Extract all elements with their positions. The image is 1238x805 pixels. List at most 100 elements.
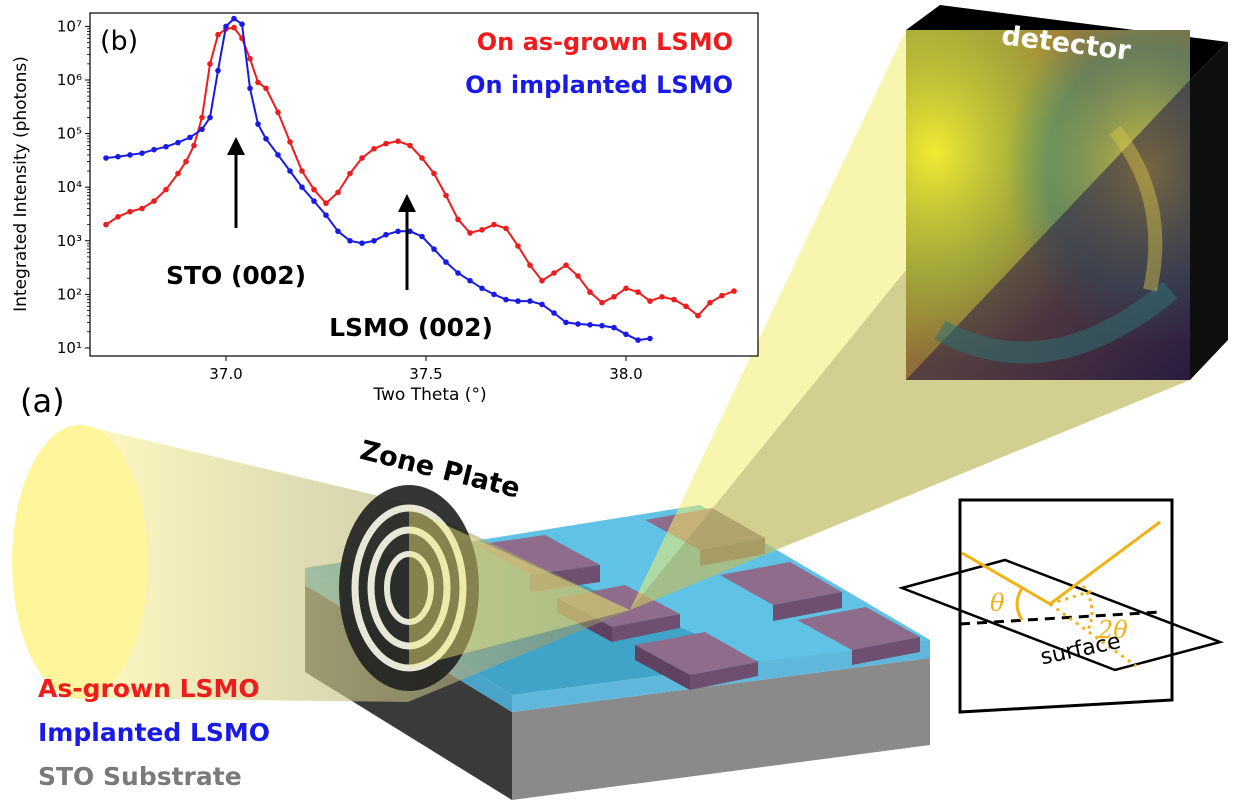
series-point-0 [335, 189, 341, 196]
series-point-0 [127, 208, 133, 215]
series-point-0 [599, 299, 605, 306]
series-point-0 [443, 192, 449, 199]
series-point-1 [247, 85, 253, 92]
series-point-0 [175, 170, 181, 177]
lsmo-peak-label: LSMO (002) [329, 313, 493, 342]
series-point-0 [707, 299, 713, 306]
sto-peak-label: STO (002) [166, 261, 306, 290]
series-point-1 [335, 228, 341, 235]
detector-lower-triangle [906, 80, 1190, 380]
series-point-1 [199, 126, 205, 133]
detector: detector [906, 5, 1228, 380]
series-point-0 [275, 109, 281, 116]
series-point-0 [183, 158, 189, 165]
series-point-0 [587, 289, 593, 295]
series-point-1 [635, 337, 641, 343]
y-tick-label: 10² [57, 285, 82, 303]
series-point-1 [527, 298, 533, 304]
series-point-1 [175, 139, 181, 146]
series-point-0 [431, 170, 437, 177]
chart-x-axis-label: Two Theta (°) [372, 385, 486, 405]
series-point-1 [575, 321, 581, 327]
surface-label: surface [1038, 629, 1123, 670]
series-point-0 [215, 31, 221, 38]
series-point-1 [299, 184, 305, 190]
series-point-1 [551, 310, 557, 316]
legend-implanted: Implanted LSMO [38, 718, 270, 747]
series-point-1 [407, 228, 413, 235]
series-point-0 [139, 205, 145, 212]
series-point-0 [191, 142, 197, 149]
x-tick-label: 38.0 [609, 365, 642, 383]
series-point-1 [539, 301, 545, 308]
series-point-1 [255, 121, 261, 127]
y-tick-label: 10⁵ [57, 125, 82, 143]
series-point-1 [587, 322, 593, 328]
series-point-1 [431, 246, 437, 252]
series-point-0 [287, 139, 293, 145]
series-point-0 [563, 262, 569, 269]
series-point-0 [383, 140, 389, 147]
series-point-1 [359, 240, 365, 246]
chart-series-layer [103, 15, 737, 343]
series-point-0 [671, 296, 677, 303]
y-tick-label: 10⁴ [57, 178, 82, 196]
series-point-0 [683, 303, 689, 310]
series-point-1 [151, 146, 157, 153]
x-tick-label: 37.5 [409, 365, 442, 383]
series-point-0 [623, 285, 629, 292]
y-tick-label: 10⁶ [57, 71, 82, 89]
series-point-0 [635, 289, 641, 295]
series-point-1 [115, 153, 121, 160]
series-point-0 [719, 292, 725, 299]
series-point-1 [207, 114, 213, 121]
series-point-1 [503, 296, 509, 303]
series-point-1 [563, 319, 569, 326]
series-point-1 [383, 231, 389, 238]
series-point-0 [695, 312, 701, 319]
x-tick-label: 37.0 [209, 365, 242, 383]
series-point-0 [659, 294, 665, 300]
beam-source-face [12, 425, 148, 699]
theta-arc [1015, 587, 1024, 621]
series-point-1 [163, 143, 169, 150]
series-point-1 [275, 152, 281, 158]
surface-plane [897, 558, 1225, 672]
series-point-0 [419, 155, 425, 161]
layer-legend: As-grown LSMO Implanted LSMO STO Substra… [38, 674, 270, 791]
panel-a-label: (a) [20, 382, 65, 420]
series-point-0 [323, 200, 329, 207]
island-6 [797, 607, 920, 665]
transmitted-ray [1049, 602, 1137, 668]
series-point-0 [115, 214, 121, 220]
series-point-0 [371, 146, 377, 152]
legend-as-grown: As-grown LSMO [38, 674, 260, 703]
series-point-0 [539, 277, 545, 284]
series-point-0 [731, 288, 737, 294]
series-point-0 [199, 114, 205, 121]
series-point-1 [239, 21, 245, 28]
series-point-1 [371, 238, 377, 244]
series-point-0 [311, 186, 317, 193]
series-point-0 [299, 168, 305, 174]
scattering-plane [958, 498, 1174, 714]
series-point-1 [515, 298, 521, 304]
series-point-1 [455, 270, 461, 276]
panel-b-label: (b) [100, 26, 138, 57]
series-point-0 [347, 170, 353, 177]
focused-beam [409, 508, 630, 668]
series-point-0 [407, 142, 413, 149]
series-point-0 [395, 138, 401, 144]
series-point-1 [187, 134, 193, 141]
series-point-0 [359, 155, 365, 161]
series-point-0 [247, 55, 253, 62]
series-point-1 [139, 150, 145, 156]
series-point-0 [575, 273, 581, 279]
two-theta-arc [1081, 585, 1094, 631]
series-point-0 [551, 270, 557, 276]
legend-series-red: On as-grown LSMO [477, 28, 733, 56]
two-theta-label: 2θ [1097, 616, 1128, 644]
series-point-1 [103, 155, 109, 161]
